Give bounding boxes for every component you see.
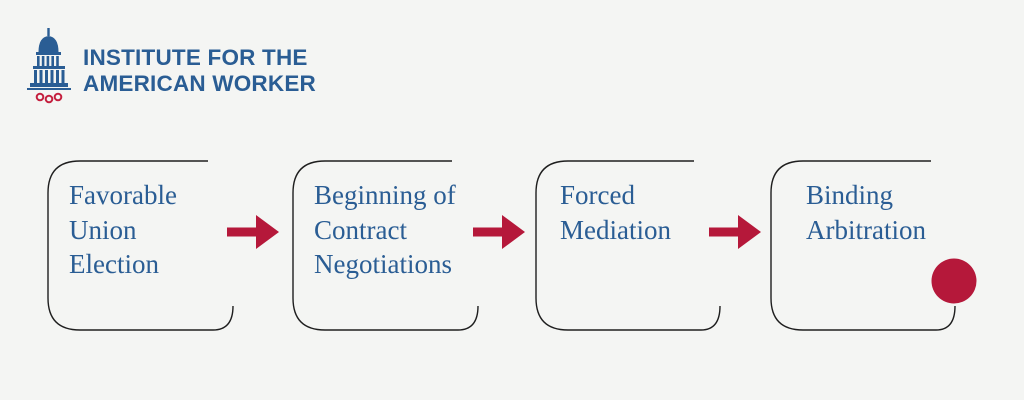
- step-label-line: Favorable: [69, 180, 177, 210]
- step-label-line: Forced: [560, 180, 635, 210]
- org-name-line2: AMERICAN WORKER: [83, 71, 316, 96]
- step-label-1: Favorable Union Election: [69, 178, 177, 282]
- step-label-line: Arbitration: [806, 214, 926, 245]
- step-box-2: [292, 160, 479, 331]
- step-label-4: Binding Arbitration: [806, 178, 926, 247]
- step-box-4: [770, 160, 956, 331]
- org-name-line1: INSTITUTE FOR THE: [83, 45, 308, 70]
- step-label-line: Binding: [806, 180, 894, 210]
- arrow-right-icon: [709, 215, 761, 249]
- step-label-line: Union: [69, 214, 137, 245]
- step-label-line: Mediation: [560, 214, 671, 245]
- step-label-line: Contract: [314, 214, 407, 245]
- step-box-1: [47, 160, 234, 331]
- org-logo: INSTITUTE FOR THE AMERICAN WORKER: [26, 28, 316, 108]
- org-name: INSTITUTE FOR THE AMERICAN WORKER: [83, 45, 316, 97]
- step-label-2: Beginning of Contract Negotiations: [314, 178, 456, 282]
- step-label-line: Election: [69, 249, 159, 279]
- step-label-line: Negotiations: [314, 249, 452, 279]
- arrow-right-icon: [227, 215, 279, 249]
- arrow-right-icon: [473, 215, 525, 249]
- capitol-dome-icon: [27, 28, 71, 104]
- step-label-line: Beginning of: [314, 180, 456, 210]
- dot-icon: [931, 258, 977, 304]
- step-box-3: [535, 160, 721, 331]
- step-label-3: Forced Mediation: [560, 178, 671, 247]
